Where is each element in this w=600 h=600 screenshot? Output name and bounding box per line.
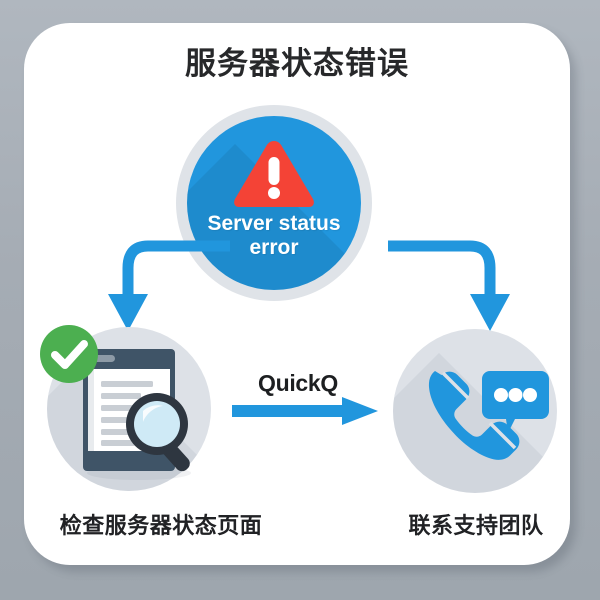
document-magnifier-icon — [83, 349, 191, 480]
page-title: 服务器状态错误 — [185, 46, 409, 81]
curved-arrow-down-left-icon — [108, 240, 230, 331]
node-check-status-page[interactable] — [40, 325, 211, 491]
quickq-label: QuickQ — [257, 370, 338, 396]
badge-inner-circle: Server status error — [187, 116, 361, 290]
node-contact-support[interactable] — [393, 329, 557, 493]
arrow-right-icon — [232, 397, 378, 425]
warning-triangle-icon — [234, 141, 314, 207]
badge-label-line2: error — [249, 236, 299, 259]
check-circle-icon — [40, 325, 98, 383]
curved-arrow-down-right-icon — [388, 240, 510, 331]
badge-label: Server status error — [187, 212, 361, 260]
caption-check-status-page: 检查服务器状态页面 — [59, 513, 263, 538]
caption-contact-support: 联系支持团队 — [408, 513, 544, 538]
badge-label-line1: Server status — [207, 212, 341, 235]
phone-chat-icon — [428, 371, 549, 460]
server-error-badge: Server status error — [176, 105, 372, 301]
